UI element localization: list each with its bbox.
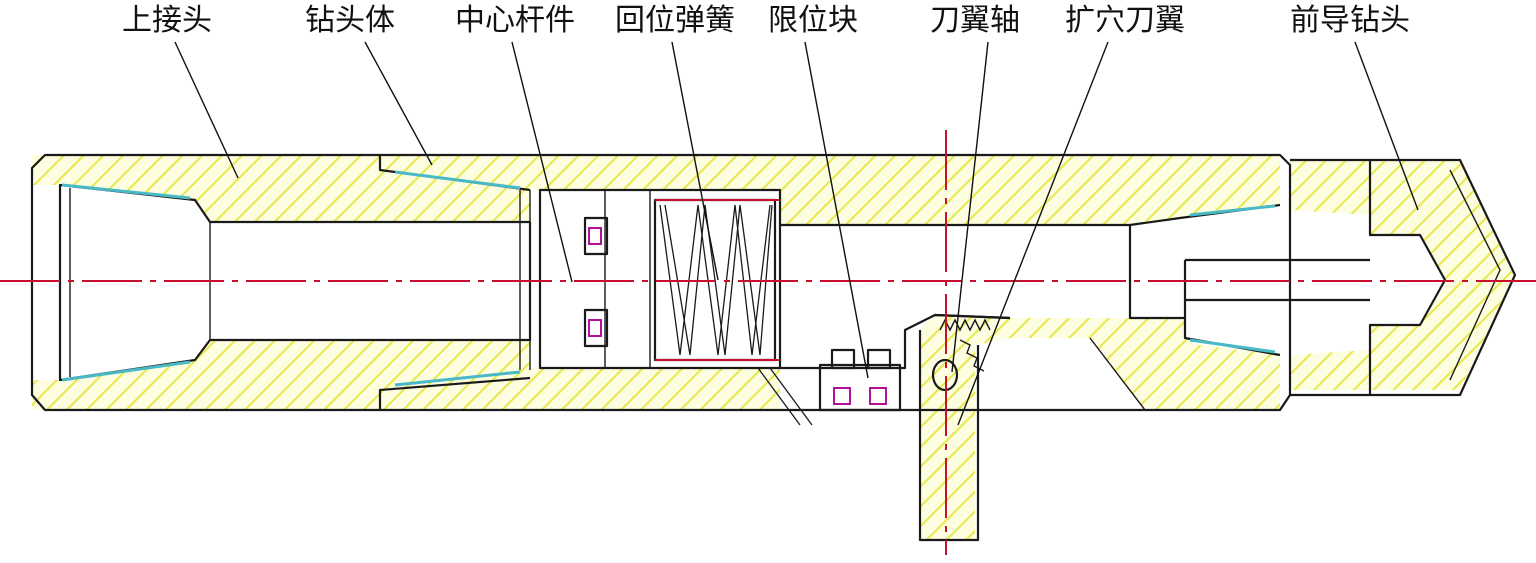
- limit-blocks: [818, 348, 902, 412]
- seal-rings: [583, 216, 609, 348]
- label-reaming-blade: 扩穴刀翼: [1065, 3, 1185, 38]
- label-bit-body: 钻头体: [305, 3, 395, 38]
- label-limit-block: 限位块: [768, 3, 858, 38]
- label-return-spring: 回位弹簧: [615, 3, 735, 38]
- leader-lines: [174, 41, 1419, 426]
- hatched-sections: [32, 155, 1515, 540]
- part-outlines: [30, 153, 1517, 542]
- label-blade-shaft: 刀翼轴: [930, 3, 1020, 38]
- label-pilot-bit: 前导钻头: [1290, 3, 1410, 38]
- threads: [61, 170, 1276, 387]
- label-upper-sub: 上接头: [122, 3, 212, 38]
- label-center-rod: 中心杆件: [455, 3, 575, 38]
